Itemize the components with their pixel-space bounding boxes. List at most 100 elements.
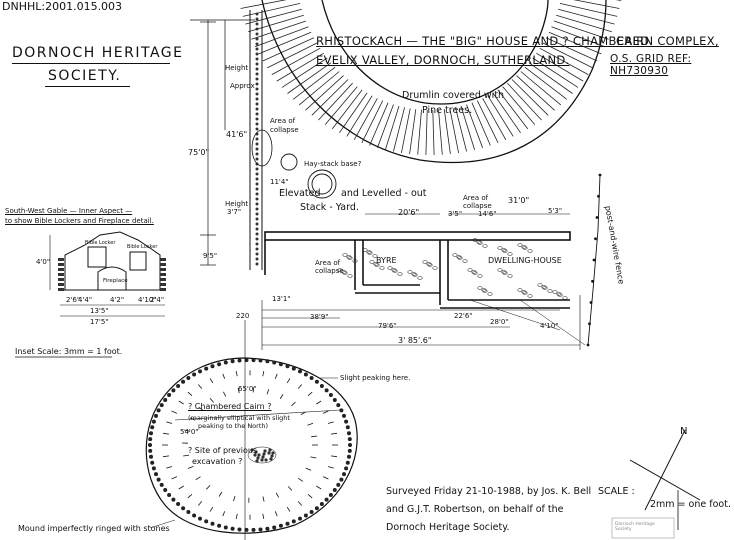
dyke-stone bbox=[255, 187, 259, 191]
rubble-stone bbox=[352, 259, 358, 263]
cairn-stone bbox=[303, 513, 308, 518]
cairn-stone bbox=[167, 393, 172, 397]
cairn-stone bbox=[159, 403, 164, 408]
elliptical-note-1: (marginally elliptical with slight bbox=[188, 414, 290, 422]
rubble-stone bbox=[501, 248, 507, 252]
dyke-stone bbox=[255, 252, 259, 256]
cairn-stone bbox=[336, 482, 341, 487]
dyke-stone bbox=[255, 177, 259, 181]
excavation-stone bbox=[260, 458, 264, 462]
north-arrow bbox=[629, 429, 701, 511]
cairn-stone bbox=[163, 488, 168, 492]
rubble-stone bbox=[527, 294, 533, 298]
drumlin-hatch-stroke bbox=[339, 92, 368, 134]
elevated-label: Elevated bbox=[279, 188, 321, 199]
drumlin-hatch-stroke bbox=[492, 92, 521, 134]
cairn-stone bbox=[347, 431, 351, 436]
dim-gable-2-6: 2'6" bbox=[66, 296, 81, 304]
rubble-stone bbox=[342, 271, 348, 275]
excavation-stone bbox=[267, 451, 271, 455]
gable-stone bbox=[58, 273, 64, 276]
dyke-stone bbox=[255, 192, 259, 196]
dim-5-3: 5'3" bbox=[548, 207, 563, 215]
drumlin-hatch-stroke bbox=[497, 89, 529, 130]
drumlin-hatch-stroke bbox=[281, 57, 328, 88]
drumlin-hatch-stroke bbox=[524, 66, 568, 100]
cairn-stone bbox=[298, 369, 302, 374]
cairn-stone bbox=[237, 527, 242, 532]
rubble-stone bbox=[521, 245, 527, 249]
drumlin-hatch-stroke bbox=[369, 102, 389, 146]
dim-3-5: 3'5" bbox=[448, 210, 463, 218]
rubble-stone bbox=[341, 270, 347, 274]
dim-22-6: 22'6" bbox=[454, 312, 473, 320]
dyke-stone bbox=[255, 137, 259, 141]
gable-label-2: to show Bible Lockers and Fireplace deta… bbox=[5, 217, 154, 225]
drumlin-hatch-stroke bbox=[443, 109, 451, 154]
rubble-stone bbox=[522, 291, 528, 295]
excavation-stone bbox=[262, 452, 266, 456]
dim-gable-4-2: 4'2" bbox=[110, 296, 125, 304]
rubble-stone bbox=[346, 255, 352, 259]
cairn-stone bbox=[342, 413, 346, 418]
cairn-stone bbox=[272, 525, 277, 530]
cairn-stone bbox=[328, 393, 333, 397]
dyke-stone bbox=[255, 72, 259, 76]
cairn-tick bbox=[262, 371, 265, 377]
dyke-stone bbox=[255, 157, 259, 161]
cairn-tick bbox=[237, 388, 240, 394]
dyke-stone bbox=[255, 237, 259, 241]
dyke-stone bbox=[255, 207, 259, 211]
cairn-stone bbox=[176, 502, 181, 506]
rubble-stone bbox=[407, 270, 413, 274]
gable-stone bbox=[58, 288, 64, 291]
height-label: Height bbox=[225, 64, 249, 72]
mound-leader bbox=[149, 519, 176, 529]
site-excavation-2: excavation ? bbox=[192, 457, 243, 466]
drumlin-hatch-stroke bbox=[267, 42, 318, 69]
cairn-stone bbox=[148, 437, 153, 442]
cairn-stone bbox=[186, 510, 191, 514]
cairn-stone bbox=[336, 403, 341, 408]
fence-post bbox=[591, 279, 594, 283]
dim-gable-2-4: 2'4" bbox=[150, 296, 165, 304]
cairn-stone bbox=[159, 482, 164, 487]
cairn-tick bbox=[274, 373, 278, 379]
rubble-stone bbox=[427, 263, 433, 267]
rubble-stone bbox=[369, 260, 375, 264]
rubble-stone bbox=[481, 288, 487, 292]
fence-post bbox=[595, 216, 599, 219]
dyke-stone bbox=[255, 22, 259, 26]
dyke-stone bbox=[255, 152, 259, 156]
dim-11-4: 11'4" bbox=[270, 178, 289, 186]
cairn-tick bbox=[209, 397, 214, 403]
cairn-tick bbox=[171, 476, 178, 480]
dim-13-1: 13'1" bbox=[272, 295, 291, 303]
cairn-tick bbox=[235, 513, 238, 519]
title-line-2: EVELIX VALLEY, DORNOCH, SUTHERLAND. bbox=[316, 53, 570, 67]
dyke-stone bbox=[255, 102, 259, 106]
dyke-stone bbox=[255, 12, 259, 16]
cairn-tick bbox=[198, 406, 204, 411]
excavation-stone bbox=[263, 449, 267, 453]
cairn-stone bbox=[154, 472, 158, 477]
rubble-stone bbox=[417, 276, 423, 280]
fence-post bbox=[597, 194, 600, 198]
rubble-stone bbox=[477, 241, 483, 245]
cairn-tick bbox=[297, 477, 304, 482]
cairn-stone bbox=[156, 408, 161, 413]
cairn-stone bbox=[148, 443, 152, 447]
drumlin-hatch-stroke bbox=[545, 37, 598, 62]
gable-stone bbox=[58, 268, 64, 271]
cairn-stone bbox=[151, 419, 156, 424]
dyke-stone bbox=[255, 227, 259, 231]
excavation-stone bbox=[256, 456, 260, 460]
rubble bbox=[337, 238, 568, 300]
drumlin-hatch-stroke bbox=[507, 82, 542, 121]
dyke-stone bbox=[255, 87, 259, 91]
cairn-stone bbox=[278, 523, 283, 528]
cairn-stone bbox=[244, 358, 249, 363]
drumlin-hatch-stroke bbox=[482, 98, 507, 140]
rubble-stone bbox=[501, 270, 507, 274]
dyke-stone bbox=[255, 242, 259, 246]
